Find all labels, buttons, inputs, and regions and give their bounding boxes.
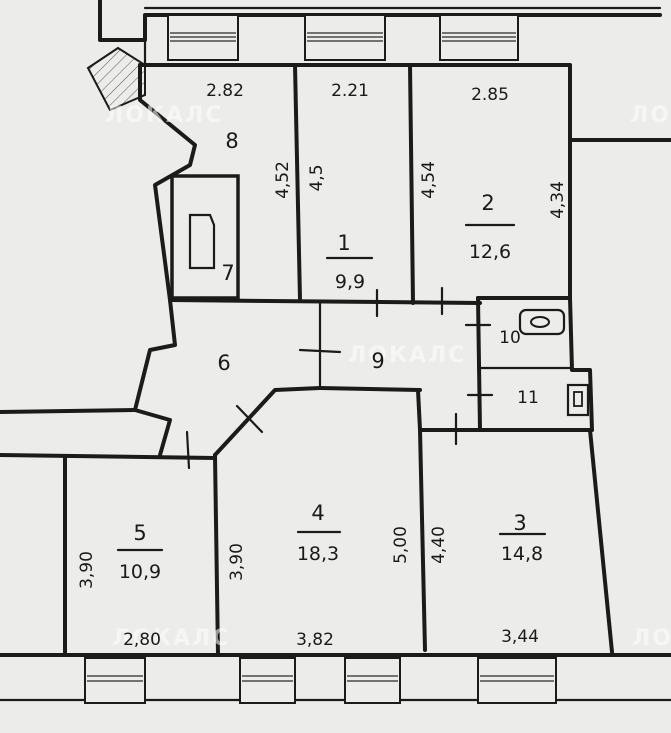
watermark-text: ЛОКАЛС — [105, 103, 223, 128]
dim-room2-length: 4,34 — [548, 181, 568, 219]
room-5-number: 5 — [133, 521, 146, 545]
top-window-right — [442, 32, 516, 42]
door-marks — [185, 286, 494, 470]
room-labels: 1 9,9 2 12,6 3 14,8 4 18,3 5 10,9 6 7 8 … — [116, 129, 547, 583]
room-8-number: 8 — [225, 129, 238, 153]
dim-room4-width: 3,82 — [296, 630, 334, 650]
room-10-number: 10 — [499, 328, 521, 348]
apartment-walls — [0, 63, 671, 657]
room-2-number: 2 — [481, 191, 494, 215]
room-3-area: 14,8 — [501, 543, 543, 565]
dim-room8-length: 4,52 — [273, 161, 293, 199]
top-window-left — [170, 32, 236, 42]
room-11-number: 11 — [517, 388, 539, 408]
dim-room2-width: 2.85 — [471, 85, 509, 105]
watermark-text: ЛОКАЛС — [632, 626, 671, 651]
dim-room1-length: 4,5 — [307, 164, 327, 191]
room-4-area: 18,3 — [297, 543, 339, 565]
room-1-area: 9,9 — [335, 271, 365, 293]
dim-room3-width: 3,44 — [501, 627, 539, 647]
dim-room3-length: 4,40 — [429, 526, 449, 564]
watermark-text: ЛОКАЛС — [348, 343, 466, 368]
stair-hatching — [86, 46, 146, 112]
room-5-area: 10,9 — [119, 561, 161, 583]
watermarks: ЛОКАЛС ЛОКАЛС ЛОКАЛС ЛОКАЛС ЛОКАЛС — [105, 103, 671, 651]
dim-room5-length: 3,90 — [77, 551, 97, 589]
dim-room1-width: 2.21 — [331, 81, 369, 101]
room-2-area: 12,6 — [469, 241, 511, 263]
room-1-number: 1 — [337, 231, 350, 255]
watermark-text: ЛОКАЛС — [112, 626, 230, 651]
room-6-number: 6 — [217, 351, 230, 375]
dimension-labels: 2.82 2.21 2.85 4,52 4,5 4,54 4,34 3,90 3… — [77, 81, 568, 650]
toilet-fixture — [518, 308, 566, 336]
dim-room4-length-right: 5,00 — [391, 526, 411, 564]
dim-room1-length-right: 4,54 — [419, 161, 439, 199]
sink-fixture — [566, 383, 590, 417]
room-3-number: 3 — [513, 511, 526, 535]
watermark-text: ЛОКАЛС — [630, 103, 671, 128]
top-window-middle — [307, 32, 383, 42]
closet-outline — [188, 213, 216, 270]
room-4-number: 4 — [311, 501, 324, 525]
bottom-windows-lines — [87, 675, 554, 682]
dim-room4-length-left: 3,90 — [227, 543, 247, 581]
room-9-number: 9 — [371, 349, 384, 373]
dim-room8-width: 2.82 — [206, 81, 244, 101]
dim-room5-width: 2,80 — [123, 630, 161, 650]
room-7-number: 7 — [221, 261, 234, 285]
